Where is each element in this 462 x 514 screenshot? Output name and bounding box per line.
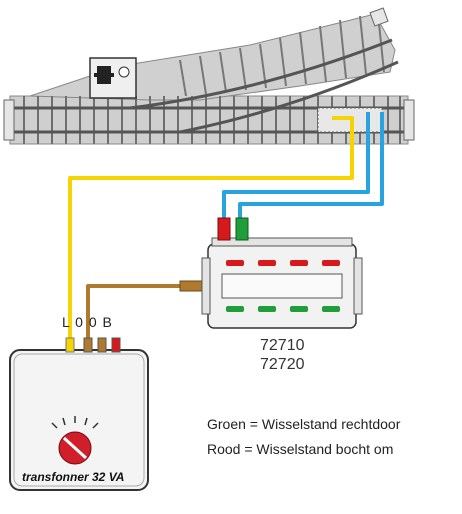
legend-red: Rood = Wisselstand bocht om	[207, 441, 394, 457]
wire-blue-2	[238, 112, 384, 224]
knob-scale-icon	[51, 416, 99, 429]
decoder-red-button-3[interactable]	[290, 260, 308, 266]
decoder-model-72710: 72710	[260, 337, 305, 354]
decoder-green-button-1[interactable]	[226, 306, 244, 312]
decoder-red-button-4[interactable]	[322, 260, 340, 266]
decoder-red-button-1[interactable]	[226, 260, 244, 266]
terminal-0a	[83, 337, 93, 353]
transformer-label: transfonner 32 VA	[22, 470, 125, 484]
track-end-right	[403, 99, 415, 141]
track-end-diverging	[369, 7, 389, 27]
legend-green: Groen = Wisselstand rechtdoor	[207, 416, 401, 432]
decoder-unit	[201, 217, 363, 329]
decoder-display	[221, 273, 343, 299]
track-turnout	[3, 7, 415, 145]
terminal-L	[65, 337, 75, 353]
transformer-terminal-labels: L 0 0 B	[62, 314, 113, 330]
point-motor	[89, 57, 137, 99]
decoder-green-button-2[interactable]	[258, 306, 276, 312]
wire-blue-1	[222, 112, 370, 224]
track-end-left	[3, 99, 15, 141]
wire-brown	[86, 284, 188, 340]
brown-plug	[179, 280, 203, 292]
wire-yellow	[68, 116, 354, 340]
track-sleepers	[23, 96, 401, 144]
transformer-unit	[9, 337, 149, 491]
decoder-green-plug	[235, 217, 249, 241]
terminal-0b	[97, 337, 107, 353]
point-motor-screw	[118, 66, 130, 78]
decoder-green-button-3[interactable]	[290, 306, 308, 312]
decoder-red-button-2[interactable]	[258, 260, 276, 266]
decoder-model-72720: 72720	[260, 356, 305, 373]
terminal-B	[111, 337, 121, 353]
decoder-green-button-4[interactable]	[322, 306, 340, 312]
decoder-red-plug	[217, 217, 231, 241]
